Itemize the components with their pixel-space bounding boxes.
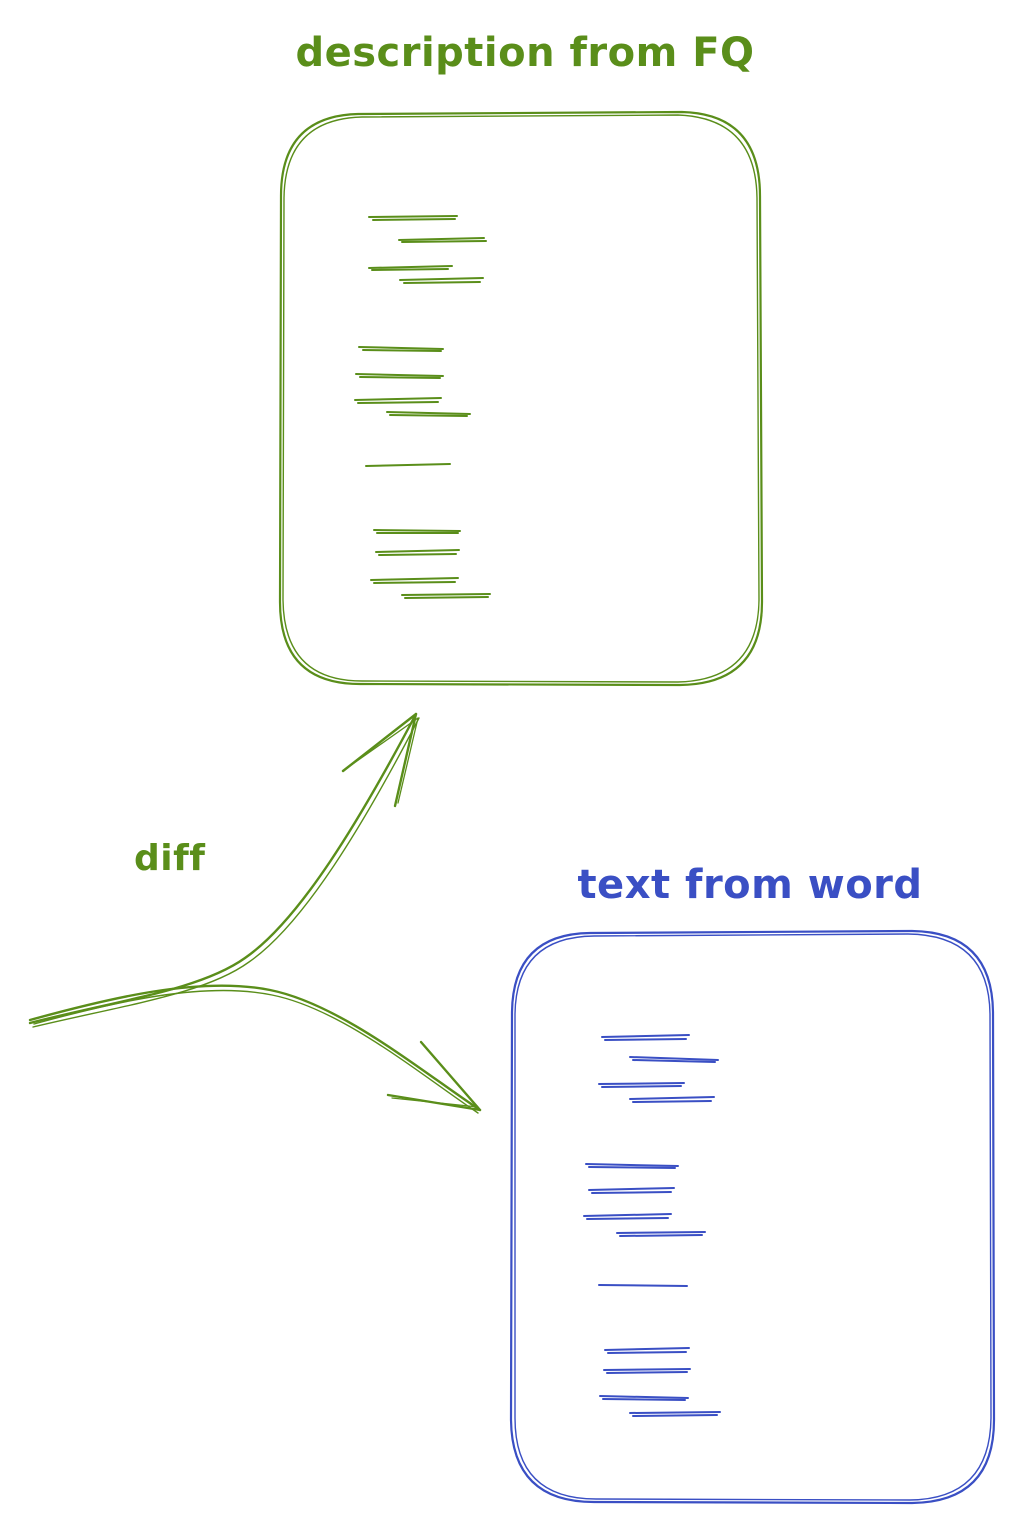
fq-line: [365, 463, 451, 467]
diff-arrow-down[interactable]: [28, 984, 482, 1114]
word-line: [604, 1347, 690, 1354]
fq-line: [358, 346, 444, 352]
diff-arrow-up[interactable]: [28, 712, 420, 1028]
fq-line: [368, 265, 453, 271]
fq-line: [399, 277, 484, 284]
word-line: [629, 1096, 715, 1103]
word-box-title: text from word: [577, 862, 923, 908]
fq-line: [355, 373, 444, 379]
word-line: [629, 1056, 719, 1063]
fq-box[interactable]: [278, 110, 764, 687]
word-line: [585, 1163, 679, 1169]
fq-line: [373, 529, 461, 534]
word-line: [598, 1284, 688, 1287]
word-text-scribbles: [583, 1034, 721, 1417]
word-line: [599, 1395, 689, 1401]
fq-line: [398, 237, 487, 243]
fq-line: [368, 215, 458, 221]
word-line: [598, 1082, 685, 1088]
word-line: [603, 1368, 691, 1374]
fq-line: [401, 593, 491, 599]
word-line: [601, 1034, 690, 1041]
fq-line: [354, 397, 442, 404]
fq-box-title: description from FQ: [295, 30, 755, 76]
fq-text-scribbles: [354, 215, 491, 599]
word-line: [616, 1231, 706, 1237]
fq-line: [375, 549, 460, 556]
fq-line: [386, 411, 471, 417]
arrowhead-up: [341, 712, 418, 808]
word-line: [583, 1213, 672, 1220]
word-line: [588, 1187, 675, 1194]
word-box[interactable]: [509, 929, 996, 1505]
diff-edge-label: diff: [134, 838, 206, 879]
fq-line: [370, 577, 459, 584]
word-line: [629, 1411, 721, 1417]
